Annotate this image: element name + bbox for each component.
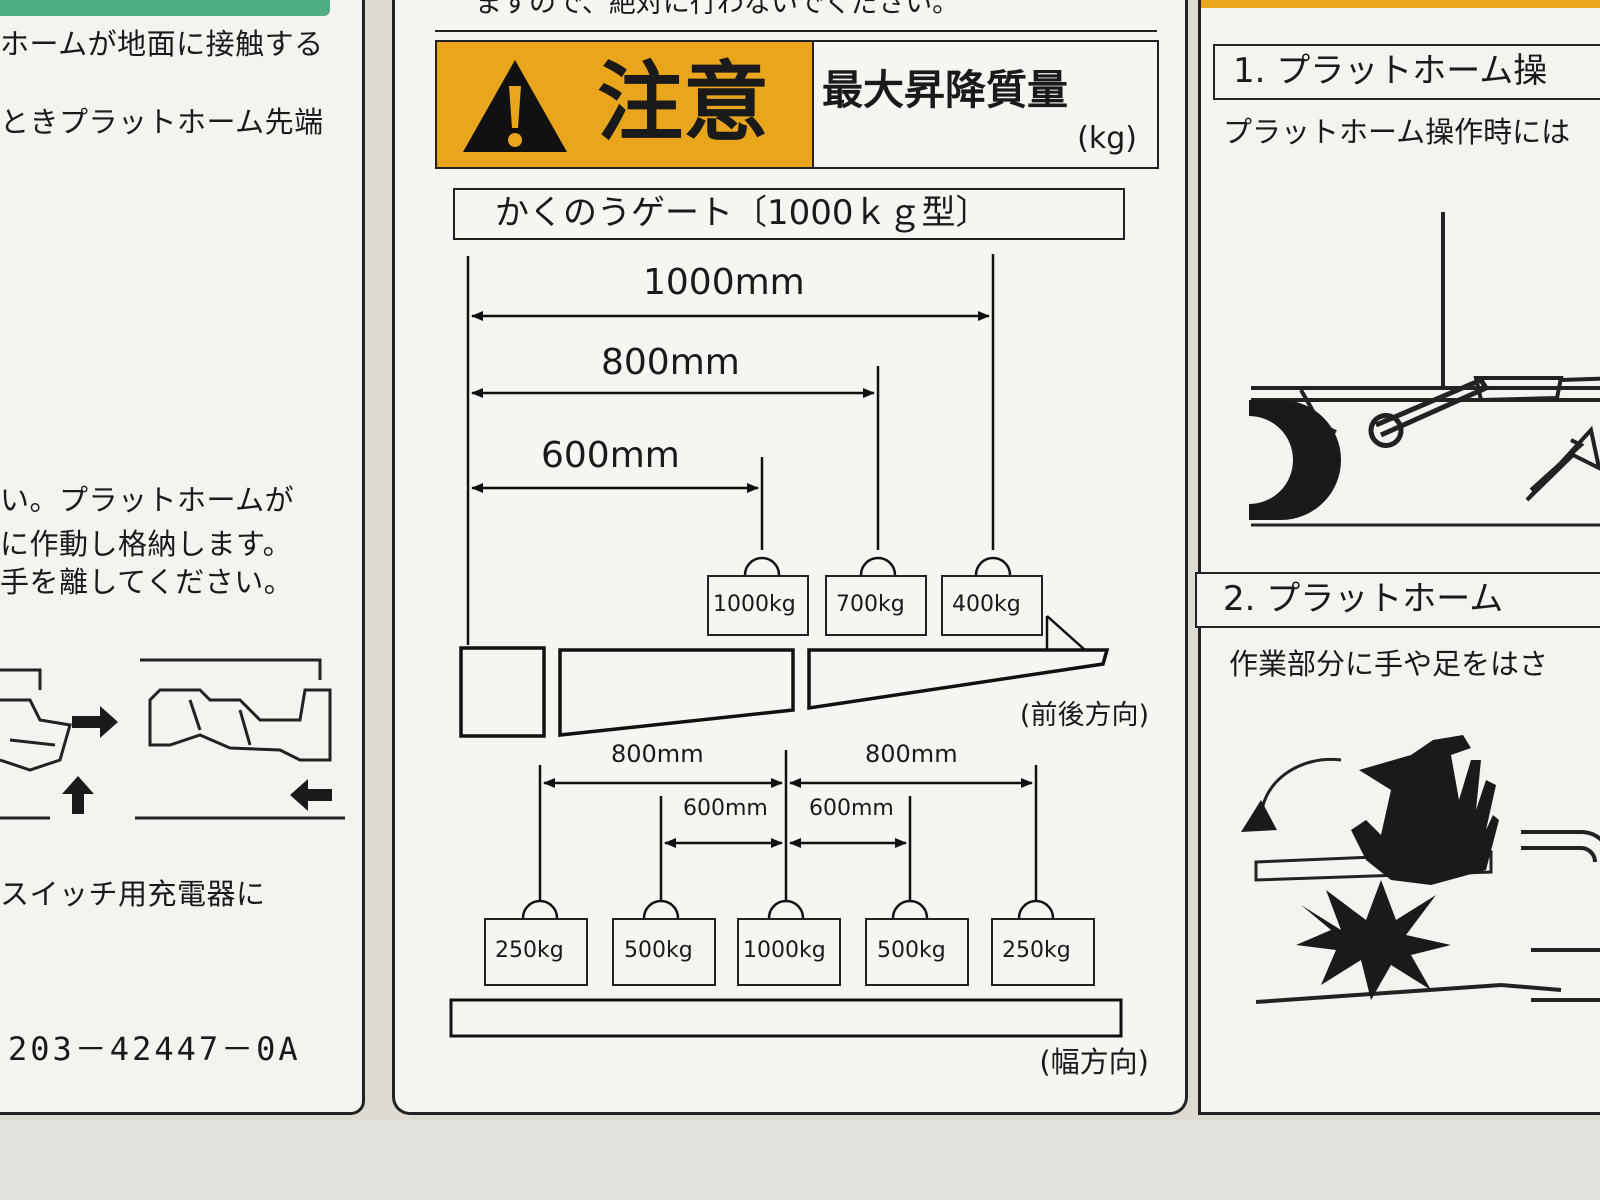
- weight-label: 250kg: [495, 938, 564, 963]
- pinch-impact-icon: [1296, 880, 1451, 1000]
- dim-800mm: 800mm: [601, 342, 740, 383]
- width-direction: (幅方向): [1039, 1045, 1149, 1079]
- left-text-line-1: ホームが地面に接触する: [0, 27, 324, 61]
- model-name: かくのうゲート〔1000ｋｇ型〕: [495, 193, 990, 233]
- dim-1000mm: 1000mm: [643, 262, 805, 303]
- left-arrow-icon: [290, 779, 332, 811]
- weight-label: 700kg: [836, 592, 905, 617]
- dim-600mm: 600mm: [541, 435, 680, 476]
- width-dim-800mm-left: 800mm: [611, 740, 704, 768]
- left-folding-illustration: [0, 658, 345, 820]
- step1-title: 1. プラットホーム操: [1233, 51, 1548, 91]
- left-text-line-2: ときプラットホーム先端: [0, 105, 324, 139]
- left-text-line-3: い。プラットホームが: [0, 483, 295, 517]
- green-header-strip: [0, 0, 330, 16]
- step1-text: プラットホーム操作時には: [1223, 115, 1571, 149]
- width-dim-800mm-right: 800mm: [865, 740, 958, 768]
- width-dim-600mm-left: 600mm: [683, 796, 768, 821]
- caution-title-box: 最大昇降質量 (kg): [810, 40, 1159, 169]
- rotate-arrow-icon: [1241, 800, 1277, 832]
- width-weight-box-2: 500kg: [612, 918, 716, 986]
- weight-box-1000kg: 1000kg: [707, 575, 809, 636]
- left-label-panel: ホームが地面に接触する ときプラットホーム先端 い。プラットホームが に作動し格…: [0, 0, 365, 1115]
- weight-label: 1000kg: [743, 938, 826, 963]
- left-text-line-4: に作動し格納します。: [0, 527, 293, 561]
- wheel-icon: [1249, 400, 1341, 520]
- caution-title: 最大昇降質量: [822, 66, 1068, 114]
- weight-label: 250kg: [1002, 938, 1071, 963]
- right-illustrations: [1241, 212, 1600, 1004]
- bottom-surface: [0, 1120, 1600, 1200]
- yellow-header-strip: [1201, 0, 1600, 8]
- step2-text: 作業部分に手や足をはさ: [1229, 647, 1549, 681]
- part-number: 203－42447－0A: [8, 1030, 301, 1068]
- max-load-label: ますので、絶対に行わないでください。 注意 最大昇降質量 (kg) かくのうゲー…: [392, 0, 1188, 1115]
- load-diagram: [449, 254, 1123, 1038]
- weight-label: 400kg: [952, 592, 1021, 617]
- weight-label: 500kg: [624, 938, 693, 963]
- step2-title: 2. プラットホーム: [1223, 579, 1504, 619]
- width-weight-box-4: 500kg: [865, 918, 969, 986]
- caution-box: 注意: [435, 40, 814, 169]
- width-weight-box-5: 250kg: [991, 918, 1095, 986]
- left-text-line-5: 手を離してください。: [0, 565, 294, 599]
- caution-word: 注意: [597, 52, 769, 153]
- top-warning-text: ますので、絶対に行わないでください。: [475, 0, 960, 19]
- step2-title-box: 2. プラットホーム: [1195, 572, 1600, 628]
- width-weight-box-3: 1000kg: [737, 918, 841, 986]
- weight-label: 1000kg: [713, 592, 796, 617]
- warning-triangle-icon: [463, 60, 567, 152]
- caution-unit: (kg): [1077, 121, 1137, 156]
- right-arrow-icon: [72, 706, 118, 738]
- up-arrow-icon: [62, 776, 94, 814]
- weight-label: 500kg: [877, 938, 946, 963]
- weight-box-700kg: 700kg: [825, 575, 927, 636]
- left-text-line-6: スイッチ用充電器に: [0, 877, 266, 911]
- model-box: かくのうゲート〔1000ｋｇ型〕: [453, 188, 1125, 240]
- width-weight-box-1: 250kg: [484, 918, 588, 986]
- front-back-direction: (前後方向): [1019, 700, 1149, 731]
- right-instruction-panel: 1. プラットホーム操 プラットホーム操作時には 2. プラットホー: [1195, 0, 1600, 1115]
- hand-icon: [1351, 735, 1499, 885]
- step1-title-box: 1. プラットホーム操: [1213, 44, 1600, 100]
- width-dim-600mm-right: 600mm: [809, 796, 894, 821]
- weight-box-400kg: 400kg: [941, 575, 1043, 636]
